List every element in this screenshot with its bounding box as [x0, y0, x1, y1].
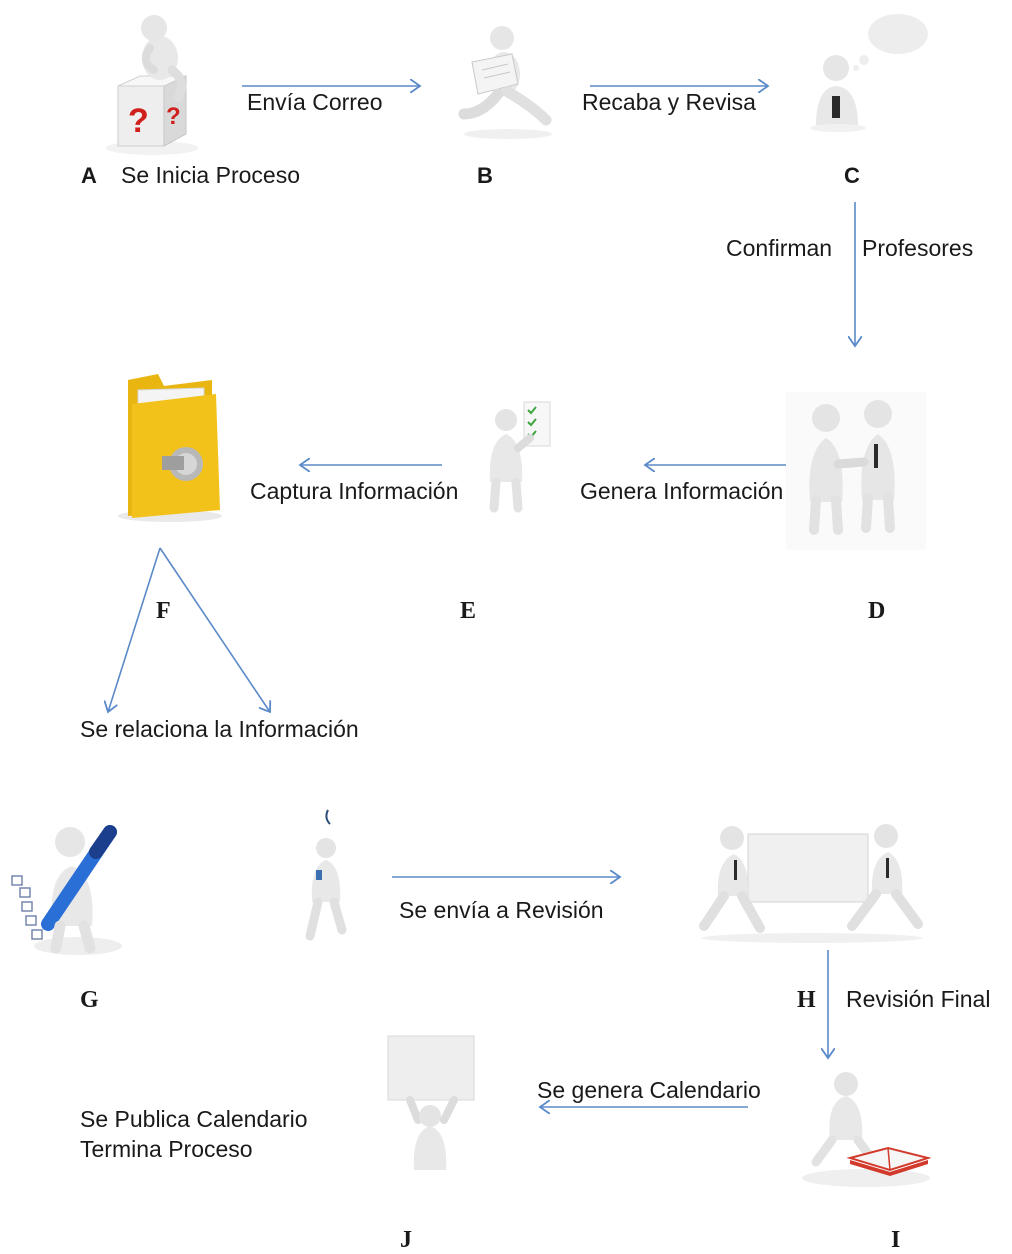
node-letter-f: F — [156, 598, 171, 624]
node-letter-i: I — [891, 1227, 901, 1253]
arrow-f-left — [108, 547, 161, 712]
edge-label-c-d-part2: Profesores — [862, 235, 974, 261]
node-letter-a: A — [81, 163, 97, 188]
person-with-pen-checklist-icon — [11, 825, 122, 955]
svg-text:?: ? — [166, 103, 181, 130]
edge-label-b-c: Recaba y Revisa — [582, 89, 756, 115]
node-caption-j-line2: Termina Proceso — [80, 1136, 253, 1162]
edge-label-d-e: Genera Información — [580, 478, 784, 504]
thinking-person-question-box-icon: ? ? — [106, 15, 198, 155]
node-letter-g: G — [80, 987, 99, 1013]
node-letter-j: J — [400, 1227, 412, 1253]
node-letter-h: H — [797, 987, 816, 1013]
node-caption-a: Se Inicia Proceso — [121, 162, 300, 188]
locked-folder-icon — [118, 374, 222, 522]
node-letter-b: B — [477, 163, 493, 188]
two-people-carrying-board-icon — [699, 824, 923, 943]
edge-label-a-b: Envía Correo — [247, 89, 383, 115]
edge-label-e-f: Captura Información — [250, 478, 459, 504]
edge-label-c-d-part1: Confirman — [726, 235, 833, 261]
arrow-f-right — [159, 547, 270, 712]
edge-label-g-h: Se envía a Revisión — [399, 897, 604, 923]
person-walking-icon — [305, 809, 347, 941]
node-letter-d: D — [868, 598, 886, 624]
person-with-checklist-icon — [489, 401, 551, 513]
node-letter-e: E — [460, 598, 477, 624]
edge-label-h-i: Revisión Final — [846, 986, 991, 1012]
running-person-with-papers-icon — [458, 26, 552, 139]
node-caption-j-line1: Se Publica Calendario — [80, 1106, 308, 1132]
person-holding-sign-icon — [387, 1035, 475, 1170]
edge-label-f-g: Se relaciona la Información — [80, 716, 359, 742]
node-letter-c: C — [844, 163, 860, 188]
two-people-handshake-icon — [786, 392, 926, 550]
svg-text:?: ? — [128, 102, 149, 140]
person-with-thought-bubble-icon — [810, 14, 928, 132]
edge-label-i-j: Se genera Calendario — [537, 1077, 761, 1103]
person-reading-book-icon — [802, 1072, 932, 1187]
